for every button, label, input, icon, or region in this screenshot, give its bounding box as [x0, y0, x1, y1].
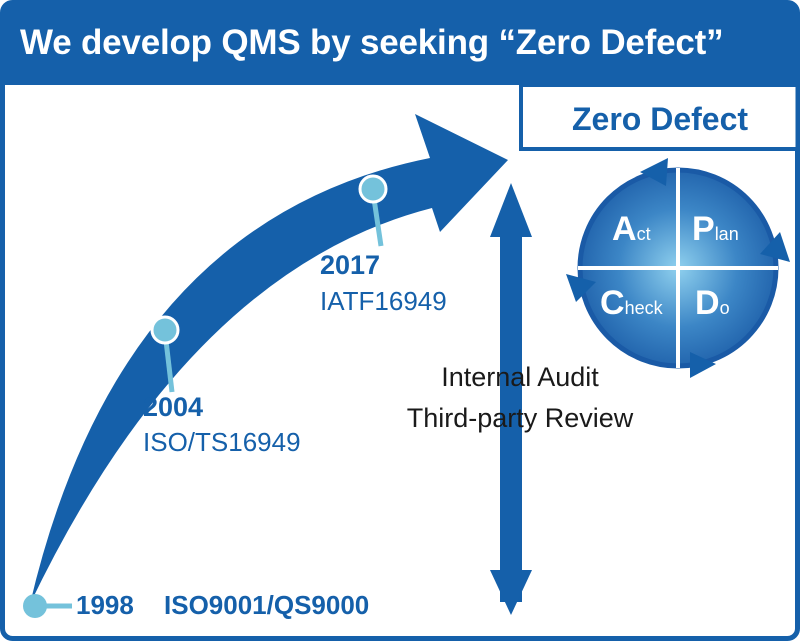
cycle-arrow-left [566, 274, 596, 302]
audit-double-arrow [490, 183, 532, 615]
milestone-1998-marker [23, 594, 72, 618]
pdca-check: Check [600, 286, 663, 320]
cycle-arrow-right [760, 232, 790, 262]
year-1998: 1998 [76, 590, 134, 620]
page-title: We develop QMS by seeking “Zero Defect” [20, 23, 724, 62]
standard-2017: IATF16949 [320, 286, 447, 316]
pdca-do-rest: o [719, 298, 730, 318]
milestone-2017-marker [358, 174, 388, 247]
pdca-cycle [566, 158, 790, 378]
pdca-check-initial: C [600, 284, 625, 322]
standard-1998: ISO9001/QS9000 [164, 590, 370, 620]
pdca-check-rest: heck [624, 298, 663, 318]
standard-2004: ISO/TS16949 [143, 427, 301, 457]
milestone-2004-marker [150, 315, 180, 393]
audit-line-1: Internal Audit [441, 362, 599, 392]
year-2004: 2004 [143, 392, 204, 422]
zero-defect-box [519, 83, 800, 151]
pdca-act: Act [612, 212, 651, 246]
pdca-act-rest: ct [636, 224, 651, 244]
growth-arrow [30, 114, 508, 604]
title-band [2, 2, 798, 85]
cycle-arrow-top [640, 158, 668, 186]
pdca-do: Do [695, 286, 730, 320]
pdca-plan: Plan [692, 212, 739, 246]
cycle-arrow-bottom [690, 352, 716, 378]
pdca-do-initial: D [695, 284, 720, 322]
year-2017: 2017 [320, 250, 381, 280]
zero-defect-label: Zero Defect [571, 101, 749, 137]
audit-line-2: Third-party Review [406, 403, 634, 433]
pdca-plan-rest: lan [714, 224, 739, 244]
pdca-plan-initial: P [692, 210, 715, 248]
pdca-act-initial: A [612, 210, 637, 248]
